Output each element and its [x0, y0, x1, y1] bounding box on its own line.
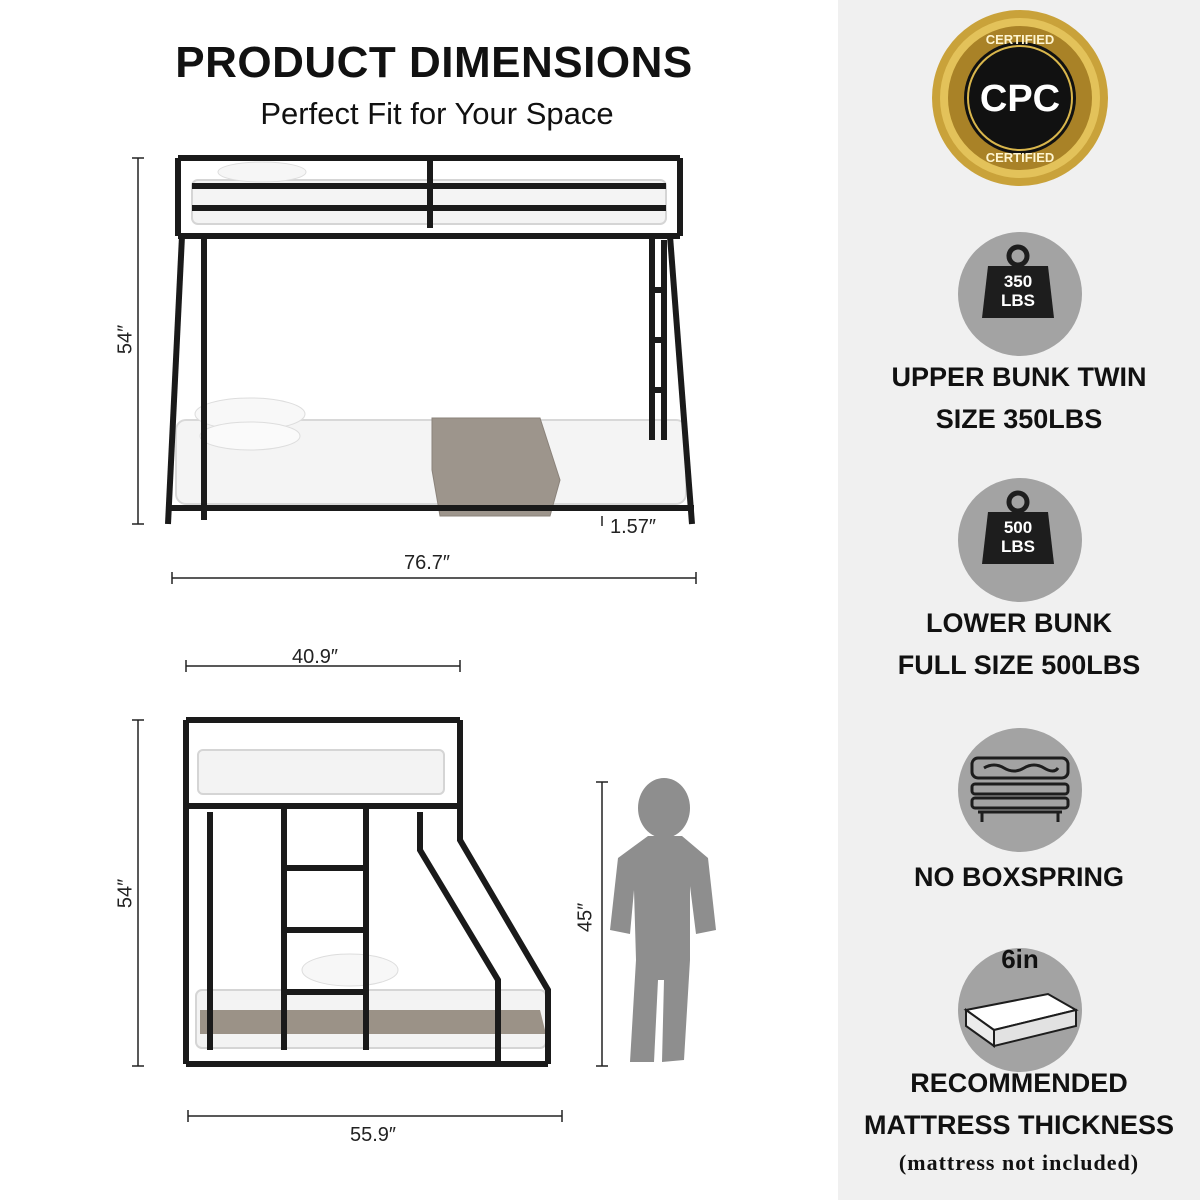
side-bottom-width-label: 55.9″	[350, 1124, 397, 1146]
weight-500-value: 500 LBS	[988, 518, 1048, 556]
front-dimension-lines	[132, 157, 697, 584]
feature-line: UPPER BUNK TWIN	[891, 362, 1147, 392]
no-boxspring-icon	[970, 756, 1070, 822]
child-height-label: 45″	[574, 902, 597, 933]
cpc-seal-icon	[932, 10, 1108, 186]
weight-unit: LBS	[1001, 537, 1035, 556]
mattress-icon	[963, 992, 1079, 1048]
side-top-width-label: 40.9″	[292, 646, 339, 668]
seal-top-text: CERTIFIED	[985, 32, 1055, 47]
feature-line: FULL SIZE 500LBS	[897, 650, 1141, 680]
feature-no-boxspring: NO BOXSPRING	[838, 856, 1200, 898]
weight-350-value: 350 LBS	[988, 272, 1048, 310]
side-view-bed	[183, 717, 551, 1067]
feature-upper-bunk: UPPER BUNK TWIN SIZE 350LBS	[838, 356, 1200, 440]
front-width-label: 76.7″	[404, 552, 451, 574]
feature-recommended-mattress: RECOMMENDED MATTRESS THICKNESS	[838, 1062, 1200, 1146]
page-subtitle: Perfect Fit for Your Space	[260, 96, 614, 131]
side-dimension-lines	[132, 660, 608, 1122]
feature-line: NO BOXSPRING	[913, 862, 1125, 892]
feature-line: SIZE 350LBS	[935, 404, 1103, 434]
weight-unit: LBS	[1001, 291, 1035, 310]
weight-icon	[982, 490, 1054, 564]
seal-bottom-text: CERTIFIED	[985, 150, 1055, 165]
weight-icon	[982, 244, 1054, 318]
front-height-label: 54″	[114, 324, 137, 355]
mattress-note: (mattress not included)	[898, 1150, 1140, 1175]
no-boxspring-circle	[958, 728, 1082, 852]
child-silhouette-icon	[610, 778, 716, 1062]
page-title: PRODUCT DIMENSIONS	[175, 38, 693, 87]
feature-line: LOWER BUNK	[926, 608, 1112, 638]
weight-number: 500	[1003, 518, 1033, 537]
seal-center-text: CPC	[979, 78, 1061, 120]
feature-lower-bunk: LOWER BUNK FULL SIZE 500LBS	[838, 602, 1200, 686]
feature-line: RECOMMENDED	[910, 1068, 1128, 1098]
front-view-bed	[165, 155, 695, 525]
weight-number: 350	[1003, 272, 1033, 291]
mattress-thickness-value: 6in	[1001, 944, 1039, 974]
front-clearance-label: 1.57″	[610, 516, 657, 538]
side-height-label: 54″	[114, 878, 137, 909]
feature-line: MATTRESS THICKNESS	[863, 1110, 1174, 1140]
